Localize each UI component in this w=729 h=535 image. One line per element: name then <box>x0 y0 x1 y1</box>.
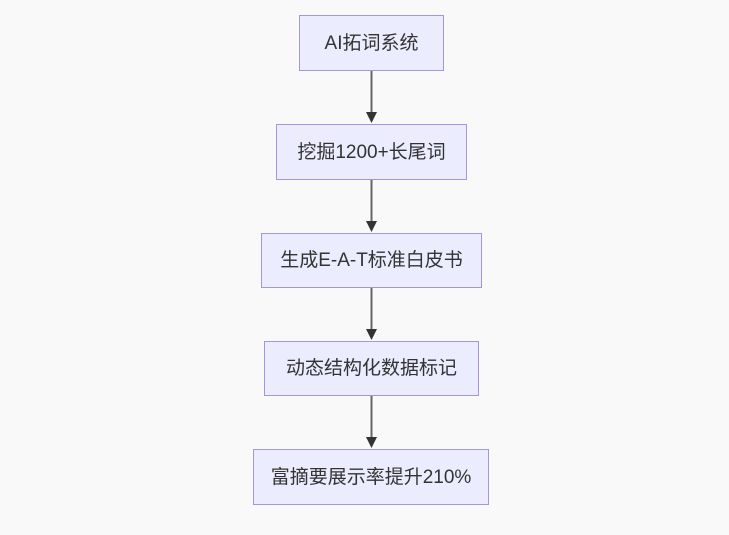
flow-arrow-3 <box>366 288 377 340</box>
flow-arrow-2 <box>366 180 377 232</box>
flow-arrow-4 <box>366 396 377 448</box>
flow-node-eat-whitepaper: 生成E-A-T标准白皮书 <box>261 233 482 288</box>
flow-node-label: AI拓词系统 <box>324 32 419 54</box>
flow-arrow-1 <box>366 71 377 123</box>
flow-node-rich-snippet-result: 富摘要展示率提升210% <box>253 449 489 505</box>
flow-node-label: 挖掘1200+长尾词 <box>297 141 446 163</box>
arrowhead-icon <box>366 221 377 232</box>
flow-node-label: 富摘要展示率提升210% <box>270 466 472 488</box>
flow-node-label: 生成E-A-T标准白皮书 <box>280 250 463 271</box>
flow-node-structured-data-markup: 动态结构化数据标记 <box>264 341 479 396</box>
flow-node-ai-keyword-system: AI拓词系统 <box>299 15 444 71</box>
arrowhead-icon <box>366 437 377 448</box>
arrowhead-icon <box>366 329 377 340</box>
arrowhead-icon <box>366 112 377 123</box>
flow-node-label: 动态结构化数据标记 <box>285 358 457 379</box>
flow-node-longtail-mining: 挖掘1200+长尾词 <box>276 124 467 180</box>
